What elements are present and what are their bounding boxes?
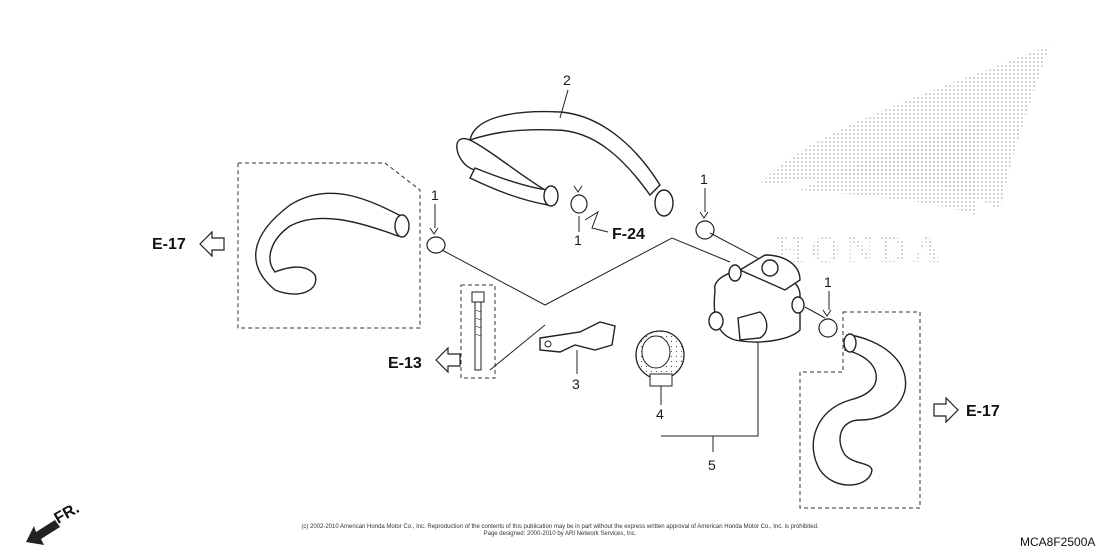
- callout-1-lower-right: 1: [824, 274, 832, 290]
- front-arrow-icon: [26, 520, 60, 545]
- left-outlet-hose: [255, 192, 406, 295]
- callout-1-center: 1: [574, 232, 582, 248]
- hose-clamp-upper-right: [695, 211, 715, 240]
- right-arrow-icon: [933, 396, 959, 424]
- callout-1-left: 1: [431, 187, 439, 203]
- bolt-group: [460, 284, 496, 379]
- e13-reference[interactable]: E-13: [388, 346, 461, 374]
- callout-1-upper-right: 1: [700, 171, 708, 187]
- callout-4: 4: [656, 406, 664, 422]
- honda-wing-logo: HONDA: [760, 45, 1050, 271]
- svg-text:E-13: E-13: [388, 355, 422, 372]
- svg-text:E-17: E-17: [966, 403, 1000, 420]
- pair-control-valve: [708, 254, 805, 343]
- valve-holder-band: [635, 330, 685, 387]
- right-outlet-hose: [812, 334, 907, 486]
- callout-5: 5: [708, 457, 716, 473]
- copyright-line-2: Page designed: 2000-2010 by ARI Network …: [484, 531, 637, 537]
- left-hose-end: [394, 214, 410, 238]
- air-supply-hose: [456, 110, 674, 217]
- e17-left-reference[interactable]: E-17: [152, 230, 225, 258]
- left-arrow-icon-e13: [435, 346, 461, 374]
- hose-clamp-lower-right: [818, 309, 838, 338]
- mounting-bracket: [539, 321, 616, 353]
- hose-clamp-left: [426, 227, 446, 254]
- diagram-code: MCA8F2500A: [1020, 535, 1095, 549]
- left-hose-group: [237, 162, 421, 329]
- e17-right-reference[interactable]: E-17: [933, 396, 1000, 424]
- left-arrow-icon: [199, 230, 225, 258]
- callout-2: 2: [563, 72, 571, 88]
- hose-end-right: [654, 189, 674, 217]
- f24-reference[interactable]: F-24: [612, 226, 645, 243]
- svg-text:E-17: E-17: [152, 236, 186, 253]
- front-direction-indicator: FR.: [26, 500, 82, 545]
- callout-3: 3: [572, 376, 580, 392]
- right-hose-group: [799, 311, 921, 509]
- right-hose-end: [843, 333, 857, 353]
- honda-wordmark: HONDA: [775, 229, 946, 271]
- hose-end-left: [543, 185, 559, 207]
- copyright-line-1: (c) 2002-2010 American Honda Motor Co., …: [301, 524, 819, 530]
- hose-clamp-center: [570, 185, 588, 214]
